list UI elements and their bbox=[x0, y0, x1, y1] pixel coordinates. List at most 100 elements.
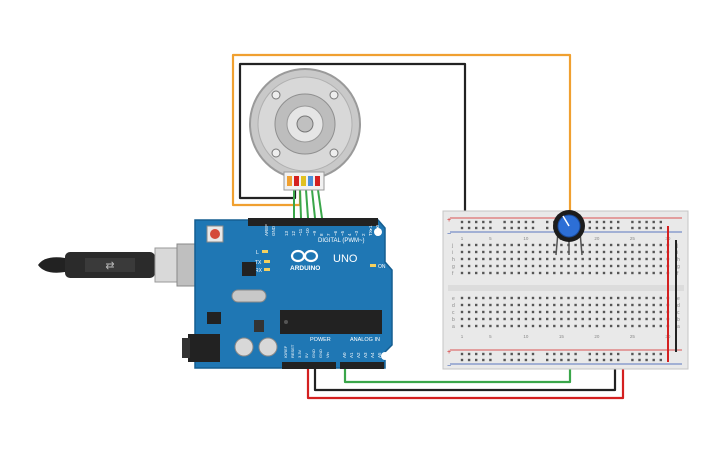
rail-hole[interactable] bbox=[609, 220, 613, 224]
rail-hole[interactable] bbox=[553, 358, 556, 362]
breadboard-hole[interactable] bbox=[510, 243, 513, 247]
breadboard-hole[interactable] bbox=[503, 324, 506, 328]
breadboard-hole[interactable] bbox=[581, 303, 584, 307]
breadboard-hole[interactable] bbox=[553, 310, 556, 314]
breadboard-hole[interactable] bbox=[510, 324, 513, 328]
breadboard-hole[interactable] bbox=[460, 310, 464, 314]
breadboard-hole[interactable] bbox=[638, 296, 641, 300]
rail-hole[interactable] bbox=[517, 220, 520, 224]
rail-hole[interactable] bbox=[652, 358, 655, 362]
breadboard-hole[interactable] bbox=[531, 303, 535, 307]
rail-hole[interactable] bbox=[531, 220, 535, 224]
breadboard-hole[interactable] bbox=[517, 317, 520, 321]
rail-hole[interactable] bbox=[510, 226, 513, 230]
rail-hole[interactable] bbox=[546, 352, 549, 356]
motor-wire-3[interactable] bbox=[305, 189, 309, 219]
breadboard-hole[interactable] bbox=[475, 296, 478, 300]
rail-hole[interactable] bbox=[517, 226, 520, 230]
breadboard-hole[interactable] bbox=[645, 324, 648, 328]
breadboard-hole[interactable] bbox=[602, 324, 606, 328]
breadboard-hole[interactable] bbox=[460, 250, 464, 254]
breadboard-hole[interactable] bbox=[609, 264, 613, 268]
rail-hole[interactable] bbox=[467, 352, 471, 356]
breadboard-hole[interactable] bbox=[609, 296, 613, 300]
breadboard-hole[interactable] bbox=[517, 303, 520, 307]
rail-hole[interactable] bbox=[531, 352, 535, 356]
breadboard-hole[interactable] bbox=[482, 243, 485, 247]
breadboard-hole[interactable] bbox=[503, 296, 506, 300]
breadboard-hole[interactable] bbox=[517, 271, 520, 275]
breadboard-hole[interactable] bbox=[460, 264, 464, 268]
breadboard-hole[interactable] bbox=[538, 264, 542, 268]
rail-hole[interactable] bbox=[588, 352, 591, 356]
breadboard-hole[interactable] bbox=[482, 303, 485, 307]
breadboard-hole[interactable] bbox=[524, 257, 528, 261]
rail-hole[interactable] bbox=[460, 358, 464, 362]
rail-hole[interactable] bbox=[475, 226, 478, 230]
breadboard-hole[interactable] bbox=[510, 250, 513, 254]
breadboard-hole[interactable] bbox=[546, 324, 549, 328]
rail-hole[interactable] bbox=[510, 352, 513, 356]
breadboard-hole[interactable] bbox=[538, 271, 542, 275]
rail-hole[interactable] bbox=[631, 352, 634, 356]
breadboard-hole[interactable] bbox=[645, 264, 648, 268]
breadboard-hole[interactable] bbox=[638, 271, 641, 275]
breadboard-hole[interactable] bbox=[659, 303, 662, 307]
breadboard-hole[interactable] bbox=[624, 310, 627, 314]
breadboard-hole[interactable] bbox=[460, 303, 464, 307]
breadboard-hole[interactable] bbox=[524, 324, 528, 328]
rail-hole[interactable] bbox=[482, 226, 485, 230]
potentiometer[interactable] bbox=[553, 210, 585, 256]
rail-hole[interactable] bbox=[659, 358, 662, 362]
breadboard-hole[interactable] bbox=[467, 324, 471, 328]
breadboard-hole[interactable] bbox=[574, 264, 577, 268]
breadboard-hole[interactable] bbox=[460, 317, 464, 321]
breadboard-hole[interactable] bbox=[524, 303, 528, 307]
breadboard-hole[interactable] bbox=[482, 317, 485, 321]
breadboard-hole[interactable] bbox=[617, 250, 620, 254]
breadboard-hole[interactable] bbox=[652, 317, 655, 321]
breadboard-hole[interactable] bbox=[517, 324, 520, 328]
breadboard-hole[interactable] bbox=[538, 310, 542, 314]
breadboard-hole[interactable] bbox=[538, 250, 542, 254]
breadboard-hole[interactable] bbox=[524, 264, 528, 268]
breadboard-hole[interactable] bbox=[489, 250, 492, 254]
breadboard-hole[interactable] bbox=[595, 250, 599, 254]
breadboard-hole[interactable] bbox=[460, 271, 464, 275]
breadboard-hole[interactable] bbox=[588, 257, 591, 261]
rail-hole[interactable] bbox=[560, 358, 563, 362]
breadboard-hole[interactable] bbox=[638, 243, 641, 247]
rail-hole[interactable] bbox=[467, 220, 471, 224]
rail-hole[interactable] bbox=[503, 226, 506, 230]
breadboard-hole[interactable] bbox=[588, 296, 591, 300]
breadboard-hole[interactable] bbox=[475, 324, 478, 328]
rail-hole[interactable] bbox=[524, 226, 528, 230]
breadboard-hole[interactable] bbox=[574, 296, 577, 300]
breadboard-hole[interactable] bbox=[617, 243, 620, 247]
breadboard-hole[interactable] bbox=[546, 317, 549, 321]
breadboard-hole[interactable] bbox=[638, 257, 641, 261]
rail-hole[interactable] bbox=[489, 226, 492, 230]
breadboard-hole[interactable] bbox=[553, 296, 556, 300]
breadboard-hole[interactable] bbox=[510, 317, 513, 321]
breadboard-hole[interactable] bbox=[503, 271, 506, 275]
breadboard-hole[interactable] bbox=[467, 310, 471, 314]
breadboard-hole[interactable] bbox=[489, 310, 492, 314]
breadboard-hole[interactable] bbox=[531, 317, 535, 321]
breadboard-hole[interactable] bbox=[624, 257, 627, 261]
rail-hole[interactable] bbox=[460, 352, 464, 356]
breadboard-hole[interactable] bbox=[567, 264, 570, 268]
breadboard-hole[interactable] bbox=[645, 271, 648, 275]
breadboard-hole[interactable] bbox=[460, 324, 464, 328]
breadboard-hole[interactable] bbox=[659, 243, 662, 247]
rail-hole[interactable] bbox=[467, 358, 471, 362]
breadboard-hole[interactable] bbox=[602, 310, 606, 314]
black-wire-ground[interactable] bbox=[313, 348, 617, 392]
rail-hole[interactable] bbox=[482, 352, 485, 356]
breadboard-hole[interactable] bbox=[553, 324, 556, 328]
breadboard-hole[interactable] bbox=[574, 324, 577, 328]
breadboard-hole[interactable] bbox=[574, 303, 577, 307]
breadboard-hole[interactable] bbox=[546, 271, 549, 275]
breadboard-hole[interactable] bbox=[645, 303, 648, 307]
breadboard-hole[interactable] bbox=[631, 264, 634, 268]
